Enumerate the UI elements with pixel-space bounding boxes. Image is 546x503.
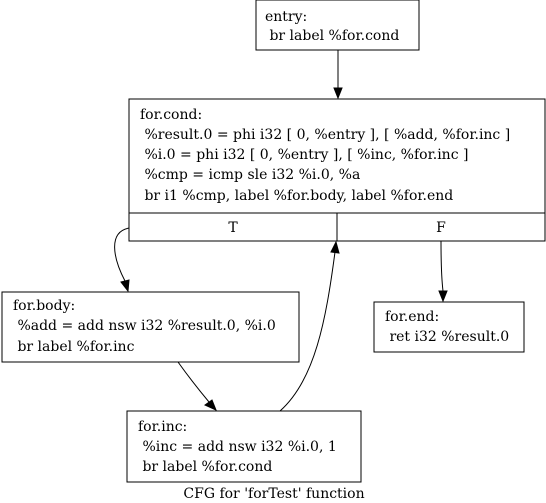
node-entry-box	[255, 0, 420, 51]
node-for-end-instruction: ret i32 %result.0	[385, 329, 509, 345]
edge-for-body-to-for-inc	[177, 361, 217, 411]
edge-for-cond-true-to-for-body	[114, 227, 130, 293]
node-entry-instruction: br label %for.cond	[265, 28, 399, 44]
node-for-cond: for.cond: %result.0 = phi i32 [ 0, %entr…	[128, 98, 546, 242]
node-for-end-box	[373, 301, 525, 353]
port-true-label: T	[228, 220, 238, 236]
node-for-body: for.body: %add = add nsw i32 %result.0, …	[1, 291, 300, 363]
node-for-cond-instruction: %cmp = icmp sle i32 %i.0, %a	[140, 167, 360, 183]
diagram-caption: CFG for 'forTest' function	[183, 486, 364, 502]
edge-for-inc-to-for-cond	[279, 240, 340, 412]
node-for-body-label: for.body:	[13, 298, 75, 314]
node-for-end-label: for.end:	[385, 309, 439, 325]
node-for-body-box	[1, 291, 300, 363]
node-for-body-instruction: br label %for.inc	[13, 339, 135, 355]
node-for-cond-instruction: %result.0 = phi i32 [ 0, %entry ], [ %ad…	[140, 127, 510, 143]
node-entry-label: entry:	[265, 9, 307, 25]
node-for-inc: for.inc: %inc = add nsw i32 %i.0, 1 br l…	[126, 410, 362, 483]
node-for-inc-box	[126, 410, 362, 483]
node-for-inc-instruction: %inc = add nsw i32 %i.0, 1	[138, 439, 337, 455]
node-for-inc-instruction: br label %for.cond	[138, 459, 272, 475]
node-entry: entry: br label %for.cond	[255, 0, 420, 51]
node-for-cond-instruction: br i1 %cmp, label %for.body, label %for.…	[140, 188, 453, 204]
node-for-end: for.end: ret i32 %result.0	[373, 301, 525, 353]
edge-entry-to-for-cond	[333, 50, 343, 100]
edge-for-cond-false-to-for-end	[438, 240, 448, 303]
node-for-body-instruction: %add = add nsw i32 %result.0, %i.0	[13, 318, 276, 334]
port-false-label: F	[436, 220, 446, 236]
node-for-cond-instruction: %i.0 = phi i32 [ 0, %entry ], [ %inc, %f…	[140, 147, 468, 163]
node-for-inc-label: for.inc:	[138, 419, 187, 435]
node-for-cond-label: for.cond:	[140, 107, 202, 123]
